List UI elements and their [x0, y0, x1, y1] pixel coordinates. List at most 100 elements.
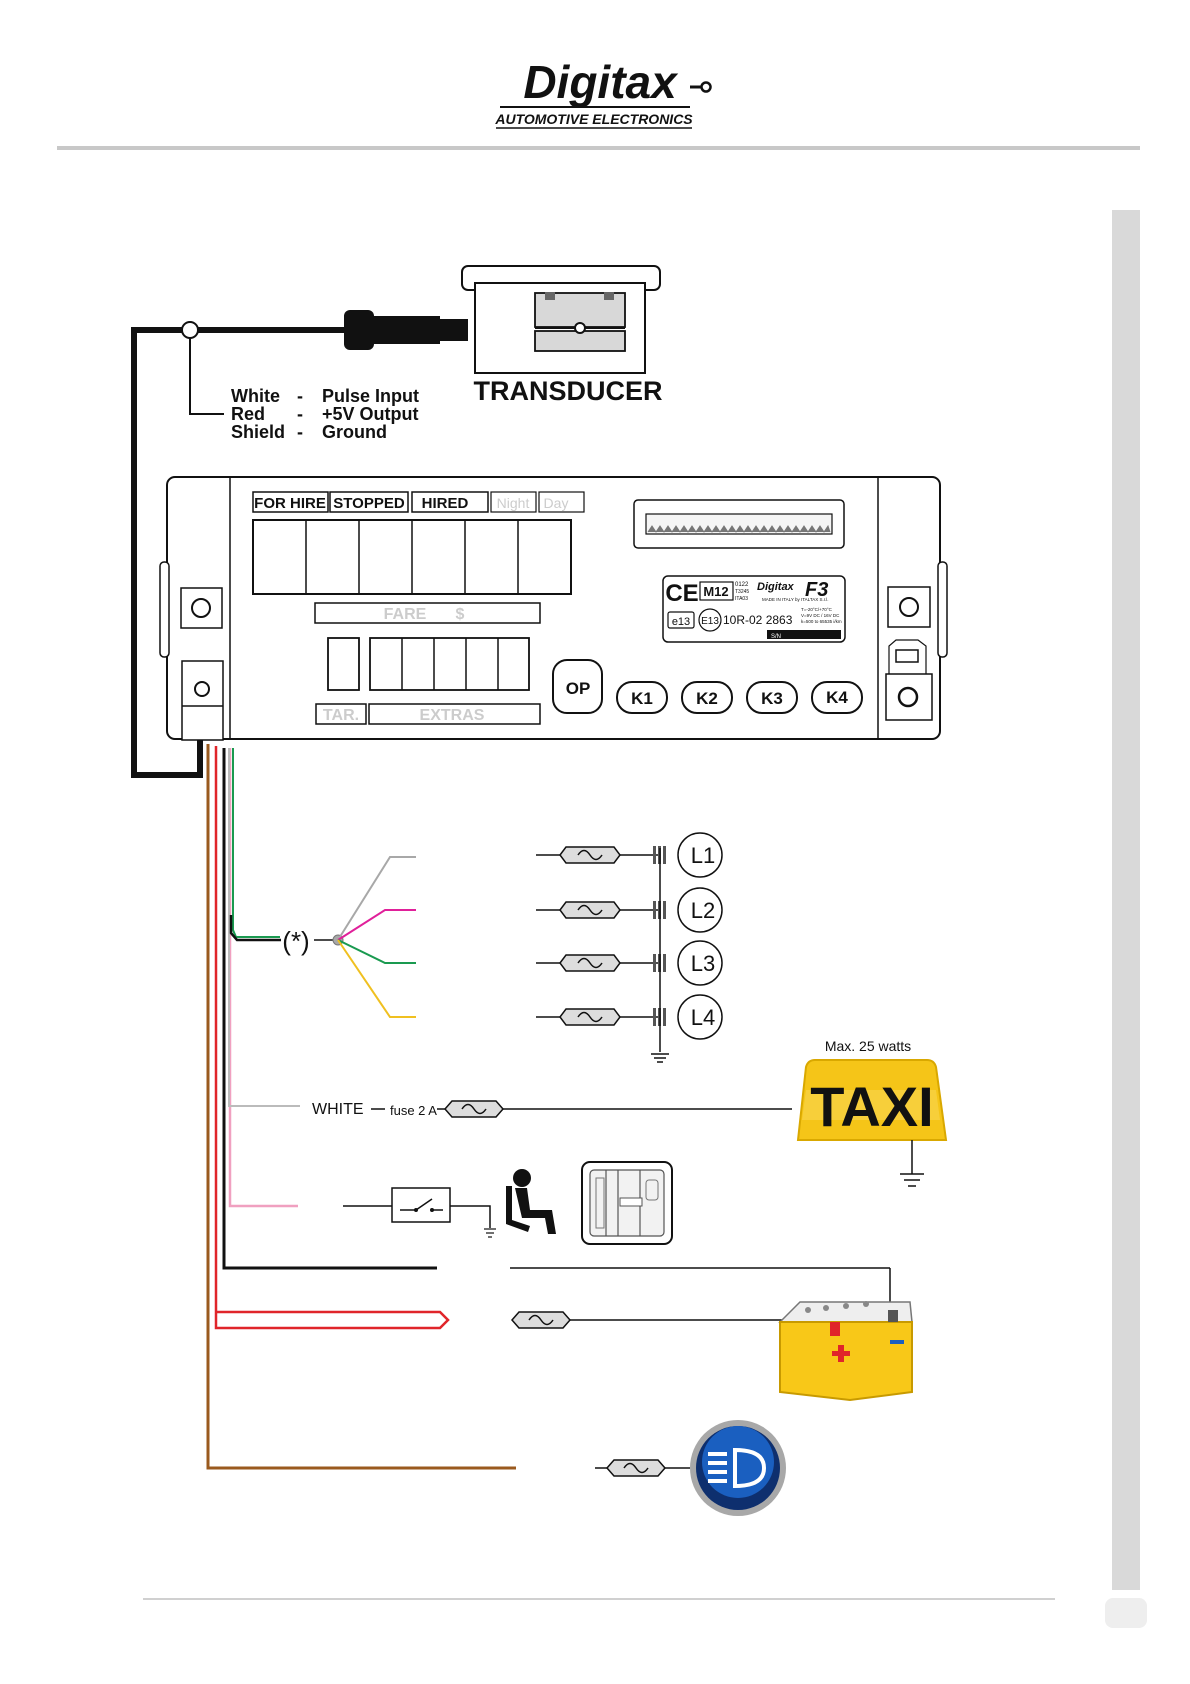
wire-color-red: Red	[231, 404, 265, 424]
status-hired: HIRED	[422, 495, 469, 512]
lamp-row-l4: L4	[536, 994, 723, 1040]
m12-mark: M12	[703, 584, 728, 599]
tariff-display	[327, 637, 360, 691]
k3-button-label: K3	[761, 689, 783, 708]
k4-button-label: K4	[826, 688, 848, 707]
wire-dash: -	[297, 422, 303, 442]
max-watts-label: Max. 25 watts	[825, 1038, 911, 1054]
transducer: TRANSDUCER	[461, 265, 663, 406]
lamp-row-l2: L2	[536, 887, 723, 933]
k2-button[interactable]	[681, 681, 733, 714]
transducer-plug	[344, 310, 468, 350]
wire-white	[228, 748, 300, 1107]
wire-color-shield: Shield	[231, 422, 285, 442]
lamp-wire-yellow	[337, 939, 416, 1018]
ground-icon	[651, 1053, 669, 1063]
status-for-hire: FOR HIRE	[254, 495, 326, 512]
op-button-label: OP	[566, 679, 591, 698]
tariff-label: TAR.	[323, 707, 359, 724]
plate-brand: Digitax	[757, 581, 795, 593]
fare-currency: $	[456, 606, 465, 623]
lamp-wire-gray	[337, 856, 416, 941]
lamp-l4-label: L4	[691, 1005, 715, 1030]
approval-plate: CE M12 0122 T3245 ITA03 Digitax F3 MADE …	[662, 575, 846, 643]
plate-spec: V=9V DC / 16V DC	[801, 613, 840, 618]
plate-model: F3	[805, 579, 828, 601]
plate-code: 0122	[735, 582, 749, 588]
lamp-wire-magenta	[337, 909, 416, 941]
status-day: Day	[544, 495, 569, 511]
wire-function-5v: +5V Output	[322, 404, 419, 424]
e13-mark: e13	[672, 616, 690, 628]
k4-button[interactable]	[811, 681, 863, 714]
lamp-marker: (*)	[282, 926, 309, 956]
status-night: Night	[497, 495, 530, 511]
plate-made-in: MADE IN ITALY by ITALTAX S.r.l.	[762, 597, 829, 602]
battery-icon	[778, 1301, 913, 1402]
seated-person-icon	[506, 1169, 556, 1234]
bulb-icon	[677, 940, 723, 986]
ce-mark: CE	[665, 580, 698, 607]
wire-pink	[228, 748, 298, 1208]
headlight-icon	[690, 1420, 786, 1516]
digitax-logo: Digitax AUTOMOTIVE ELECTRONICS	[494, 56, 712, 129]
wire-function-ground: Ground	[322, 422, 387, 442]
page-side-bar	[1112, 210, 1140, 1590]
wire-black-ground	[222, 748, 437, 1270]
seat-switch	[343, 1187, 496, 1238]
wire-function-pulse: Pulse Input	[322, 386, 419, 406]
transducer-cable	[131, 327, 344, 778]
taxi-sign-icon: TAXI	[796, 1059, 948, 1187]
logo-dot-icon	[700, 81, 712, 93]
taximeter: FOR HIRE STOPPED HIRED Night Day FARE $ …	[159, 476, 948, 741]
lamp-row-l3: L3	[536, 940, 723, 986]
status-stopped: STOPPED	[333, 495, 405, 512]
wire-dash: -	[297, 386, 303, 406]
lamp-l3-label: L3	[691, 951, 715, 976]
header-rule	[57, 146, 1140, 150]
transducer-title: TRANSDUCER	[474, 376, 663, 406]
wire-dash: -	[297, 404, 303, 424]
bulb-icon	[677, 994, 723, 1040]
k2-button-label: K2	[696, 689, 718, 708]
k1-button[interactable]	[616, 681, 668, 714]
serial-number-label: S/N	[771, 634, 781, 640]
taxi-sign-text: TAXI	[810, 1075, 933, 1138]
switch-icon	[391, 1187, 451, 1223]
op-button[interactable]	[552, 659, 603, 714]
lamp-row-l1: L1	[536, 832, 723, 878]
extras-display	[369, 637, 530, 691]
plate-spec: T=-20°C/+70°C	[801, 607, 833, 612]
logo-text: Digitax	[523, 56, 679, 108]
e13-circle-mark: E13	[701, 616, 719, 627]
wire-red	[214, 746, 450, 1330]
cable-junction	[181, 321, 199, 339]
wire-brown	[206, 744, 516, 1470]
lamp-l1-label: L1	[691, 843, 715, 868]
bulb-icon	[677, 832, 723, 878]
approval-number: 10R-02 2863	[723, 613, 793, 627]
left-connector	[181, 660, 224, 741]
plate-spec: k=500 to 65535 i/km	[801, 619, 842, 624]
k1-button-label: K1	[631, 689, 653, 708]
wire-black-lamps	[229, 915, 281, 942]
seat-sensor-mat-icon	[581, 1161, 673, 1245]
wire-color-white: White	[231, 386, 280, 406]
logo-subtitle: AUTOMOTIVE ELECTRONICS	[494, 111, 693, 127]
plate-code: T3245	[735, 589, 749, 595]
k3-button[interactable]	[746, 681, 798, 714]
lamp-l2-label: L2	[691, 898, 715, 923]
transducer-wire-table: White - Pulse Input Red - +5V Output Shi…	[231, 386, 419, 442]
fuse-2a-label: fuse 2 A	[390, 1103, 437, 1118]
bulb-icon	[677, 887, 723, 933]
lamp-wire-green	[337, 939, 416, 964]
plate-code: ITA03	[735, 596, 748, 602]
wire-green	[232, 748, 280, 938]
white-wire-label: WHITE	[312, 1101, 364, 1118]
page-number-tab	[1105, 1598, 1147, 1628]
extras-label: EXTRAS	[420, 707, 485, 724]
fare-label: FARE	[384, 606, 427, 623]
footer-rule	[143, 1598, 1055, 1600]
transducer-leader	[189, 338, 224, 415]
